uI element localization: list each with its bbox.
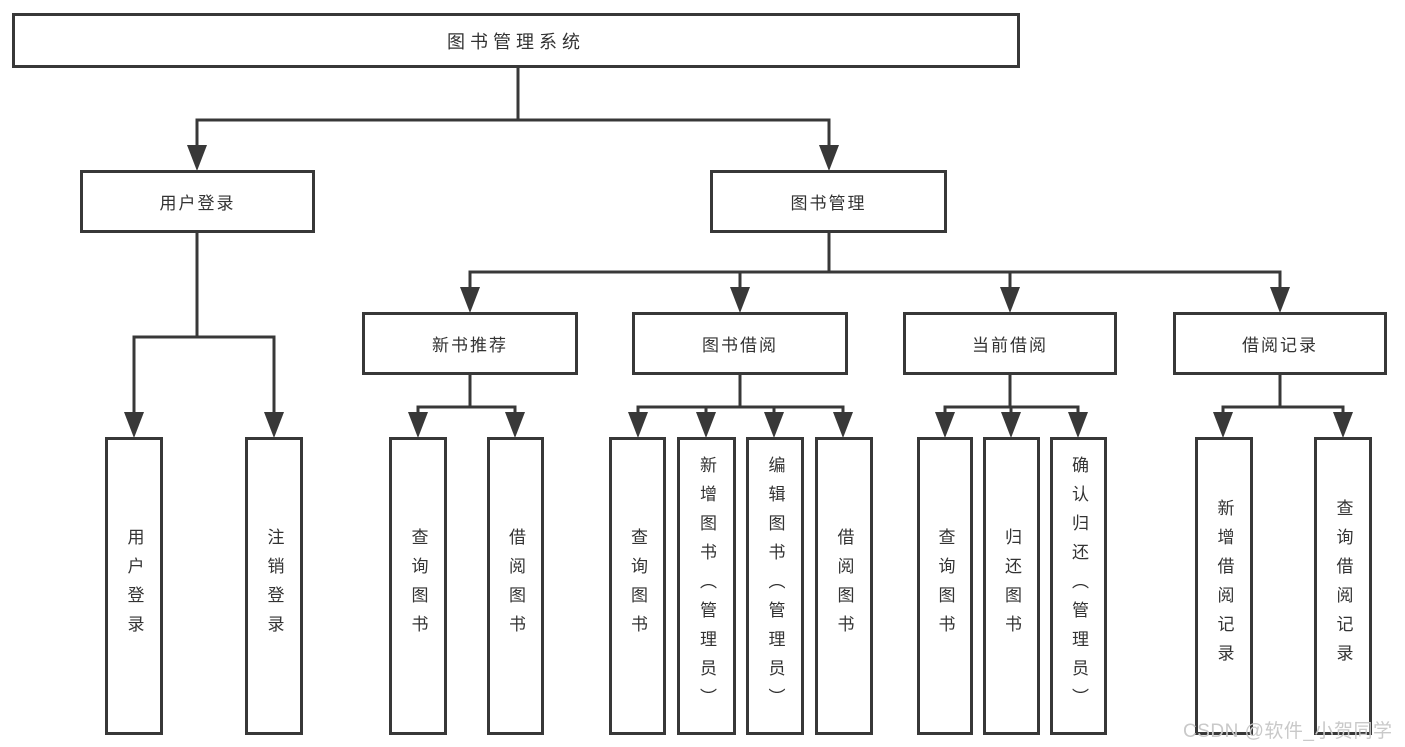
line — [468, 230, 1282, 294]
connector-book-mgmt-children — [460, 230, 1290, 313]
node-leaf-borrow-book-1: 借阅图书 — [487, 437, 544, 735]
node-label: 用户登录 — [159, 194, 236, 213]
line — [636, 373, 845, 418]
node-label: 当前借阅 — [972, 336, 1048, 355]
node-label: 图书借阅 — [702, 336, 778, 355]
node-label: 图书管理系统 — [447, 31, 585, 52]
arrowhead — [1270, 287, 1290, 313]
node-leaf-query-book-2: 查询图书 — [609, 437, 666, 735]
connector-borrow-record-children — [1213, 373, 1353, 438]
node-label: 查询图书 — [935, 528, 955, 644]
node-leaf-query-book-1: 查询图书 — [389, 437, 447, 735]
arrowhead — [935, 412, 955, 438]
line — [416, 373, 517, 418]
node-book-borrow: 图书借阅 — [632, 312, 848, 375]
node-leaf-return-book: 归还图书 — [983, 437, 1040, 735]
node-leaf-add-book-admin: 新增图书（管理员） — [677, 437, 736, 735]
arrowhead — [124, 412, 144, 438]
arrowhead — [264, 412, 284, 438]
node-label: 新增图书（管理员） — [697, 455, 716, 717]
node-label: 查询图书 — [628, 528, 647, 644]
connector-user-login-children — [124, 231, 284, 438]
line — [1221, 373, 1345, 418]
node-library-system: 图书管理系统 — [12, 13, 1020, 68]
node-label: 新增借阅记录 — [1214, 499, 1234, 673]
node-leaf-add-borrow-record: 新增借阅记录 — [1195, 437, 1253, 735]
node-current-borrow: 当前借阅 — [903, 312, 1117, 375]
node-label: 注销登录 — [264, 528, 284, 644]
node-borrow-record: 借阅记录 — [1173, 312, 1387, 375]
node-label: 借阅图书 — [506, 528, 525, 644]
connector-new-book-children — [408, 373, 525, 438]
node-book-management: 图书管理 — [710, 170, 947, 233]
node-label: 编辑图书（管理员） — [765, 455, 785, 717]
arrowhead — [696, 412, 716, 438]
arrowhead — [819, 145, 839, 171]
arrowhead — [1213, 412, 1233, 438]
arrowhead — [764, 412, 784, 438]
node-label: 确认归还（管理员） — [1069, 455, 1088, 717]
arrowhead — [628, 412, 648, 438]
node-label: 查询图书 — [408, 528, 428, 644]
arrowhead — [1333, 412, 1353, 438]
node-leaf-query-book-3: 查询图书 — [917, 437, 973, 735]
arrowhead — [833, 412, 853, 438]
arrowhead — [505, 412, 525, 438]
line — [195, 66, 831, 152]
arrowhead — [1068, 412, 1088, 438]
node-leaf-user-login: 用户登录 — [105, 437, 163, 735]
connector-root-to-level2 — [187, 66, 839, 171]
arrowhead — [730, 287, 750, 313]
node-label: 归还图书 — [1002, 528, 1021, 644]
node-new-book-recommend: 新书推荐 — [362, 312, 578, 375]
node-label: 借阅图书 — [834, 528, 854, 644]
node-label: 查询借阅记录 — [1333, 499, 1353, 673]
node-label: 借阅记录 — [1242, 336, 1318, 355]
connector-book-borrow-children — [628, 373, 853, 438]
csdn-watermark: CSDN @软件_小贺同学 — [1183, 721, 1393, 742]
node-leaf-confirm-return-admin: 确认归还（管理员） — [1050, 437, 1107, 735]
node-label: 新书推荐 — [432, 336, 508, 355]
node-leaf-edit-book-admin: 编辑图书（管理员） — [746, 437, 804, 735]
node-leaf-logout: 注销登录 — [245, 437, 303, 735]
node-label: 用户登录 — [124, 528, 144, 644]
arrowhead — [1001, 412, 1021, 438]
arrowhead — [460, 287, 480, 313]
node-leaf-borrow-book-2: 借阅图书 — [815, 437, 873, 735]
arrowhead — [408, 412, 428, 438]
arrowhead — [187, 145, 207, 171]
line — [132, 231, 276, 418]
node-user-login: 用户登录 — [80, 170, 315, 233]
node-label: 图书管理 — [790, 194, 867, 213]
arrowhead — [1000, 287, 1020, 313]
line — [943, 373, 1080, 418]
node-leaf-query-borrow-record: 查询借阅记录 — [1314, 437, 1372, 735]
connector-current-borrow-children — [935, 373, 1088, 438]
